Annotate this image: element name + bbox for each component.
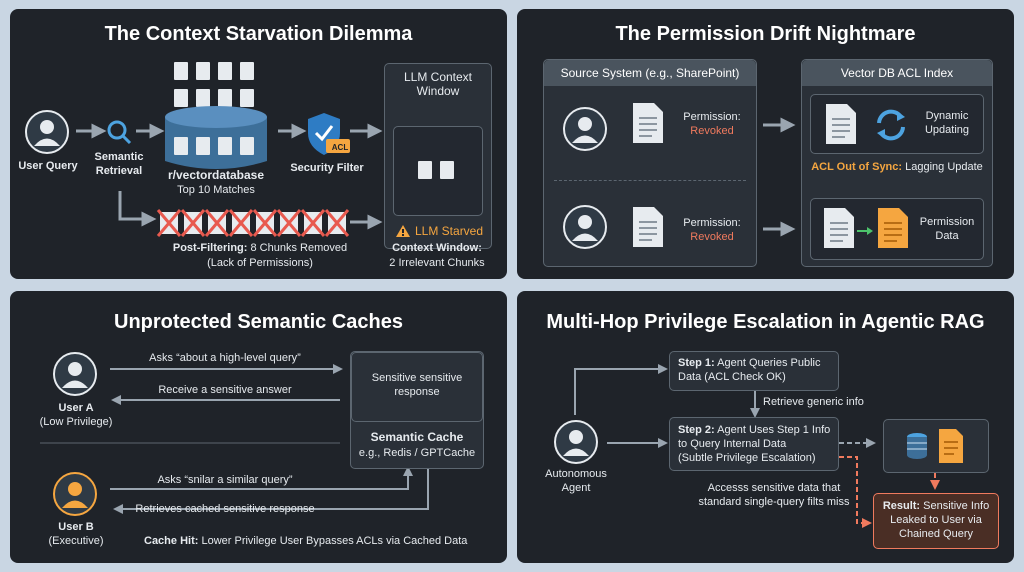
panel-title: Multi-Hop Privilege Escalation in Agenti…	[546, 311, 985, 333]
document-icon	[632, 206, 664, 253]
sensitive-response-box: Sensitive sensitive response	[351, 352, 483, 422]
semantic-cache-label: Semantic Cache	[370, 430, 464, 444]
post-filter-label: Post-Filtering: 8 Chunks Removed	[150, 241, 370, 255]
sensitive-response: Sensitive sensitive response	[371, 372, 463, 398]
db-name: r/vectordatabase	[167, 168, 265, 182]
panel-context-starvation: The Context Starvation Dilemma User Quer…	[10, 9, 507, 279]
user-icon-executive	[52, 471, 98, 522]
user-icon	[52, 351, 98, 402]
panel-semantic-caches: Unprotected Semantic Caches Asks “about …	[10, 291, 507, 563]
llm-context-window: LLM Context Window LLM Starved	[384, 63, 492, 249]
vector-db-header: Vector DB ACL Index	[802, 60, 992, 86]
agent-icon	[553, 419, 599, 470]
document-icon	[632, 102, 664, 149]
permission-data-box: Permission Data	[810, 198, 984, 260]
result-box: Result: Sensitive Info Leaked to User vi…	[873, 493, 999, 549]
user-icon	[562, 106, 608, 157]
document-icon	[825, 103, 857, 150]
database-icon	[165, 62, 267, 169]
shield-icon	[306, 111, 352, 164]
retrieve-generic-label: Retrieve generic info	[763, 396, 864, 408]
divider	[554, 180, 746, 181]
user-icon	[562, 204, 608, 255]
result-rest: Sensitive Info Leaked to User via Chaine…	[890, 500, 990, 540]
semantic-cache-sub: e.g., Redis / GPTCache	[358, 447, 476, 459]
llm-window-title: LLM Context Window	[403, 70, 473, 98]
vector-db-acl-box: Vector DB ACL Index Dynamic Updating ACL…	[801, 59, 993, 267]
semantic-cache-box: Sensitive sensitive response Semantic Ca…	[350, 351, 484, 469]
step1-bold: Step 1:	[678, 357, 715, 369]
context-window-label: Context Window:	[392, 242, 482, 254]
asks-query-1: Asks “about a high-level query”	[149, 352, 301, 364]
step1-rest: Agent Queries Public Data (ACL Check OK)	[678, 357, 821, 383]
llm-starved: LLM Starved	[415, 224, 484, 238]
post-filter-rest: 8 Chunks Removed	[247, 242, 348, 254]
step1-text: Step 1: Agent Queries Public Data (ACL C…	[678, 356, 820, 384]
warning-icon	[395, 224, 411, 243]
context-window-sub: 2 Irrelevant Chunks	[389, 257, 485, 269]
panel-title: The Context Starvation Dilemma	[104, 23, 413, 45]
panel-title: The Permission Drift Nightmare	[615, 23, 916, 45]
panel-multi-hop: Multi-Hop Privilege Escalation in Agenti…	[517, 291, 1014, 563]
llm-window-inner	[393, 126, 483, 216]
p4-connectors	[574, 364, 940, 528]
database-icon	[906, 432, 932, 465]
document-icon	[938, 428, 964, 469]
arrow-right-icon	[857, 223, 873, 241]
permission-label: Permission:	[683, 111, 741, 123]
panel-permission-drift: The Permission Drift Nightmare Source Sy…	[517, 9, 1014, 279]
revoked-label: Revoked	[690, 125, 734, 137]
p3-connectors	[40, 364, 429, 514]
document-icon	[418, 161, 454, 179]
cache-hit-rest: Lower Privilege User Bypasses ACLs via C…	[198, 535, 468, 547]
source-system-header: Source System (e.g., SharePoint)	[544, 60, 756, 86]
step2-text: Step 2: Agent Uses Step 1 Info to Query …	[678, 423, 830, 465]
sync-icon	[873, 107, 909, 148]
acl-out-bold: ACL Out of Sync:	[811, 161, 903, 173]
acl-out-of-sync: ACL Out of Sync: Lagging Update	[802, 160, 992, 174]
removed-chunks-icon	[156, 209, 350, 237]
user-b-sub: (Executive)	[48, 535, 104, 547]
step1-box: Step 1: Agent Queries Public Data (ACL C…	[669, 351, 839, 391]
retrieves-response: Retrieves cached sensitive response	[135, 503, 315, 515]
step2-rest: Agent Uses Step 1 Info to Query Internal…	[678, 424, 831, 464]
agent-label: Autonomous Agent	[545, 468, 607, 494]
user-b-label: User B	[58, 521, 94, 533]
permission-label: Permission:	[683, 217, 741, 229]
post-filter-bold: Post-Filtering:	[172, 242, 248, 254]
semantic-retrieval-label: Semantic Retrieval	[94, 151, 144, 177]
asks-query-2: Asks “snilar a similar query”	[157, 474, 293, 486]
cache-hit-note: Cache Hit: Lower Privilege User Bypasses…	[144, 534, 467, 548]
user-icon	[24, 109, 70, 160]
dynamic-updating-box: Dynamic Updating	[810, 94, 984, 154]
source-system-box: Source System (e.g., SharePoint) Permiss…	[543, 59, 757, 267]
top-matches: Top 10 Matches	[177, 184, 255, 196]
acl-badge: ACL	[331, 143, 349, 152]
permission-document-icon	[877, 207, 909, 254]
panel-title: Unprotected Semantic Caches	[114, 311, 403, 333]
document-icon	[823, 207, 855, 254]
acl-out-rest: Lagging Update	[902, 161, 983, 173]
revoked-label: Revoked	[690, 231, 734, 243]
step2-bold: Step 2:	[678, 424, 715, 436]
data-store-box	[883, 419, 989, 473]
p1-connectors	[76, 123, 383, 230]
permission-data-label: Permission Data	[919, 216, 975, 242]
cache-hit-bold: Cache Hit:	[144, 535, 199, 547]
result-text: Result: Sensitive Info Leaked to User vi…	[874, 499, 998, 541]
security-filter-label: Security Filter	[290, 162, 364, 174]
access-sensitive-label: Accesss sensitive data that standard sin…	[698, 482, 850, 508]
p2-connectors	[763, 117, 796, 237]
result-bold: Result:	[882, 500, 921, 512]
post-filter-sub: (Lack of Permissions)	[207, 257, 313, 269]
dynamic-updating-label: Dynamic Updating	[924, 110, 970, 136]
receive-answer: Receive a sensitive answer	[158, 384, 292, 396]
user-a-label: User A	[58, 402, 94, 414]
user-a-sub: (Low Privilege)	[39, 416, 113, 428]
search-icon	[106, 119, 132, 150]
step2-box: Step 2: Agent Uses Step 1 Info to Query …	[669, 417, 839, 471]
user-query-label: User Query	[18, 160, 78, 172]
